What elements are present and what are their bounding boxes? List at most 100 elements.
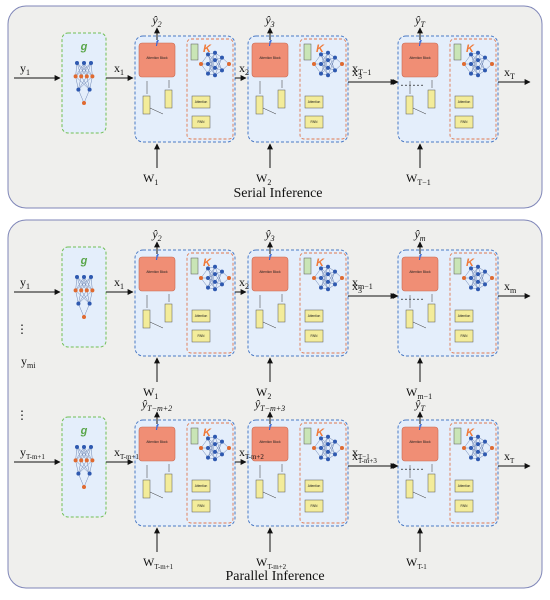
net-node <box>87 301 92 306</box>
final-label: xT <box>504 65 515 81</box>
net-node <box>476 264 480 269</box>
k-region <box>299 38 347 140</box>
k-network-icon <box>312 50 344 78</box>
net-node <box>90 288 95 293</box>
rnn-box <box>304 329 324 343</box>
attention-block <box>401 256 439 292</box>
net-edge <box>207 52 216 74</box>
k-region <box>299 422 347 524</box>
attention-block <box>401 42 439 78</box>
k-letter: K <box>316 43 325 55</box>
net-node <box>333 282 337 287</box>
net-node <box>82 101 86 105</box>
net-edge <box>327 52 336 71</box>
small-yellow-bar <box>255 95 264 115</box>
g-letter: g <box>80 425 88 437</box>
weight-label: WT-m+1 <box>143 555 174 571</box>
net-edge <box>477 444 486 455</box>
net-node <box>483 68 487 73</box>
net-node <box>213 449 217 454</box>
attention-small-box <box>454 479 474 493</box>
net-node <box>476 457 480 462</box>
attention-block <box>251 426 289 462</box>
net-node <box>312 276 316 280</box>
net-node <box>326 434 330 439</box>
block-input-label: xm−1 <box>352 275 373 291</box>
net-node <box>84 458 89 463</box>
net-edge <box>78 460 82 474</box>
net-edge <box>207 266 216 279</box>
net-node <box>199 276 203 280</box>
net-node <box>213 73 217 78</box>
attention-small-box <box>454 309 474 323</box>
net-node <box>79 458 84 463</box>
net-edge <box>76 446 93 461</box>
net-edge <box>76 62 93 77</box>
net-edge <box>327 266 336 285</box>
rnn-label: RNN <box>198 120 206 124</box>
net-node <box>75 445 79 449</box>
attention-small-box <box>191 309 211 323</box>
k-letter: K <box>203 257 212 269</box>
net-edge <box>214 60 223 71</box>
k-network-icon <box>312 434 344 462</box>
rnn-box <box>304 115 324 129</box>
k-network-icon <box>199 434 231 462</box>
net-node <box>82 485 86 489</box>
net-edge <box>83 473 90 488</box>
k-network-icon <box>199 264 231 292</box>
small-yellow-bar <box>142 309 151 329</box>
net-edge <box>83 62 93 77</box>
net-node <box>326 449 330 454</box>
small-yellow-bar <box>427 473 436 493</box>
net-node <box>476 73 480 78</box>
net-node <box>79 288 84 293</box>
rnn-label: RNN <box>461 120 469 124</box>
net-edge <box>320 444 329 458</box>
green-box <box>303 257 312 275</box>
net-edge <box>76 62 88 77</box>
net-node <box>476 279 480 284</box>
net-edge <box>214 57 223 76</box>
attention-block <box>251 256 289 292</box>
net-node <box>82 61 86 65</box>
net-edge <box>75 276 85 291</box>
net-edge <box>214 57 223 68</box>
weight-label: W2 <box>256 385 271 401</box>
attention-block-label: Attention Block <box>146 56 168 60</box>
net-edge <box>75 62 92 77</box>
k-letter: K <box>466 43 475 55</box>
net-edge <box>207 60 216 74</box>
net-edge <box>75 446 78 461</box>
net-edge <box>78 290 82 304</box>
g-box <box>61 32 107 134</box>
net-edge <box>80 276 85 291</box>
block-input-label: x2 <box>239 61 249 77</box>
connector-line <box>262 491 277 499</box>
net-node <box>326 279 330 284</box>
connector-line <box>412 491 427 499</box>
net-edge <box>75 276 78 291</box>
k-letter: K <box>316 257 325 269</box>
net-node <box>319 71 323 76</box>
output-label: ŷT <box>414 13 425 29</box>
net-edge <box>76 276 93 291</box>
attention-block-label: Attention Block <box>259 440 281 444</box>
net-edge <box>214 441 223 460</box>
net-node <box>213 50 217 55</box>
net-node <box>469 62 473 66</box>
net-node <box>469 276 473 280</box>
g-network-icon <box>73 275 95 319</box>
net-node <box>326 58 330 63</box>
net-edge <box>320 63 329 76</box>
net-edge <box>470 277 479 290</box>
net-edge <box>470 266 479 288</box>
net-edge <box>470 266 479 279</box>
attention-block <box>138 426 176 462</box>
net-edge <box>477 57 486 68</box>
net-edge <box>83 303 90 318</box>
net-node <box>76 87 81 92</box>
net-edge <box>320 447 329 460</box>
net-edge <box>320 436 329 458</box>
small-yellow-bar <box>164 89 173 109</box>
